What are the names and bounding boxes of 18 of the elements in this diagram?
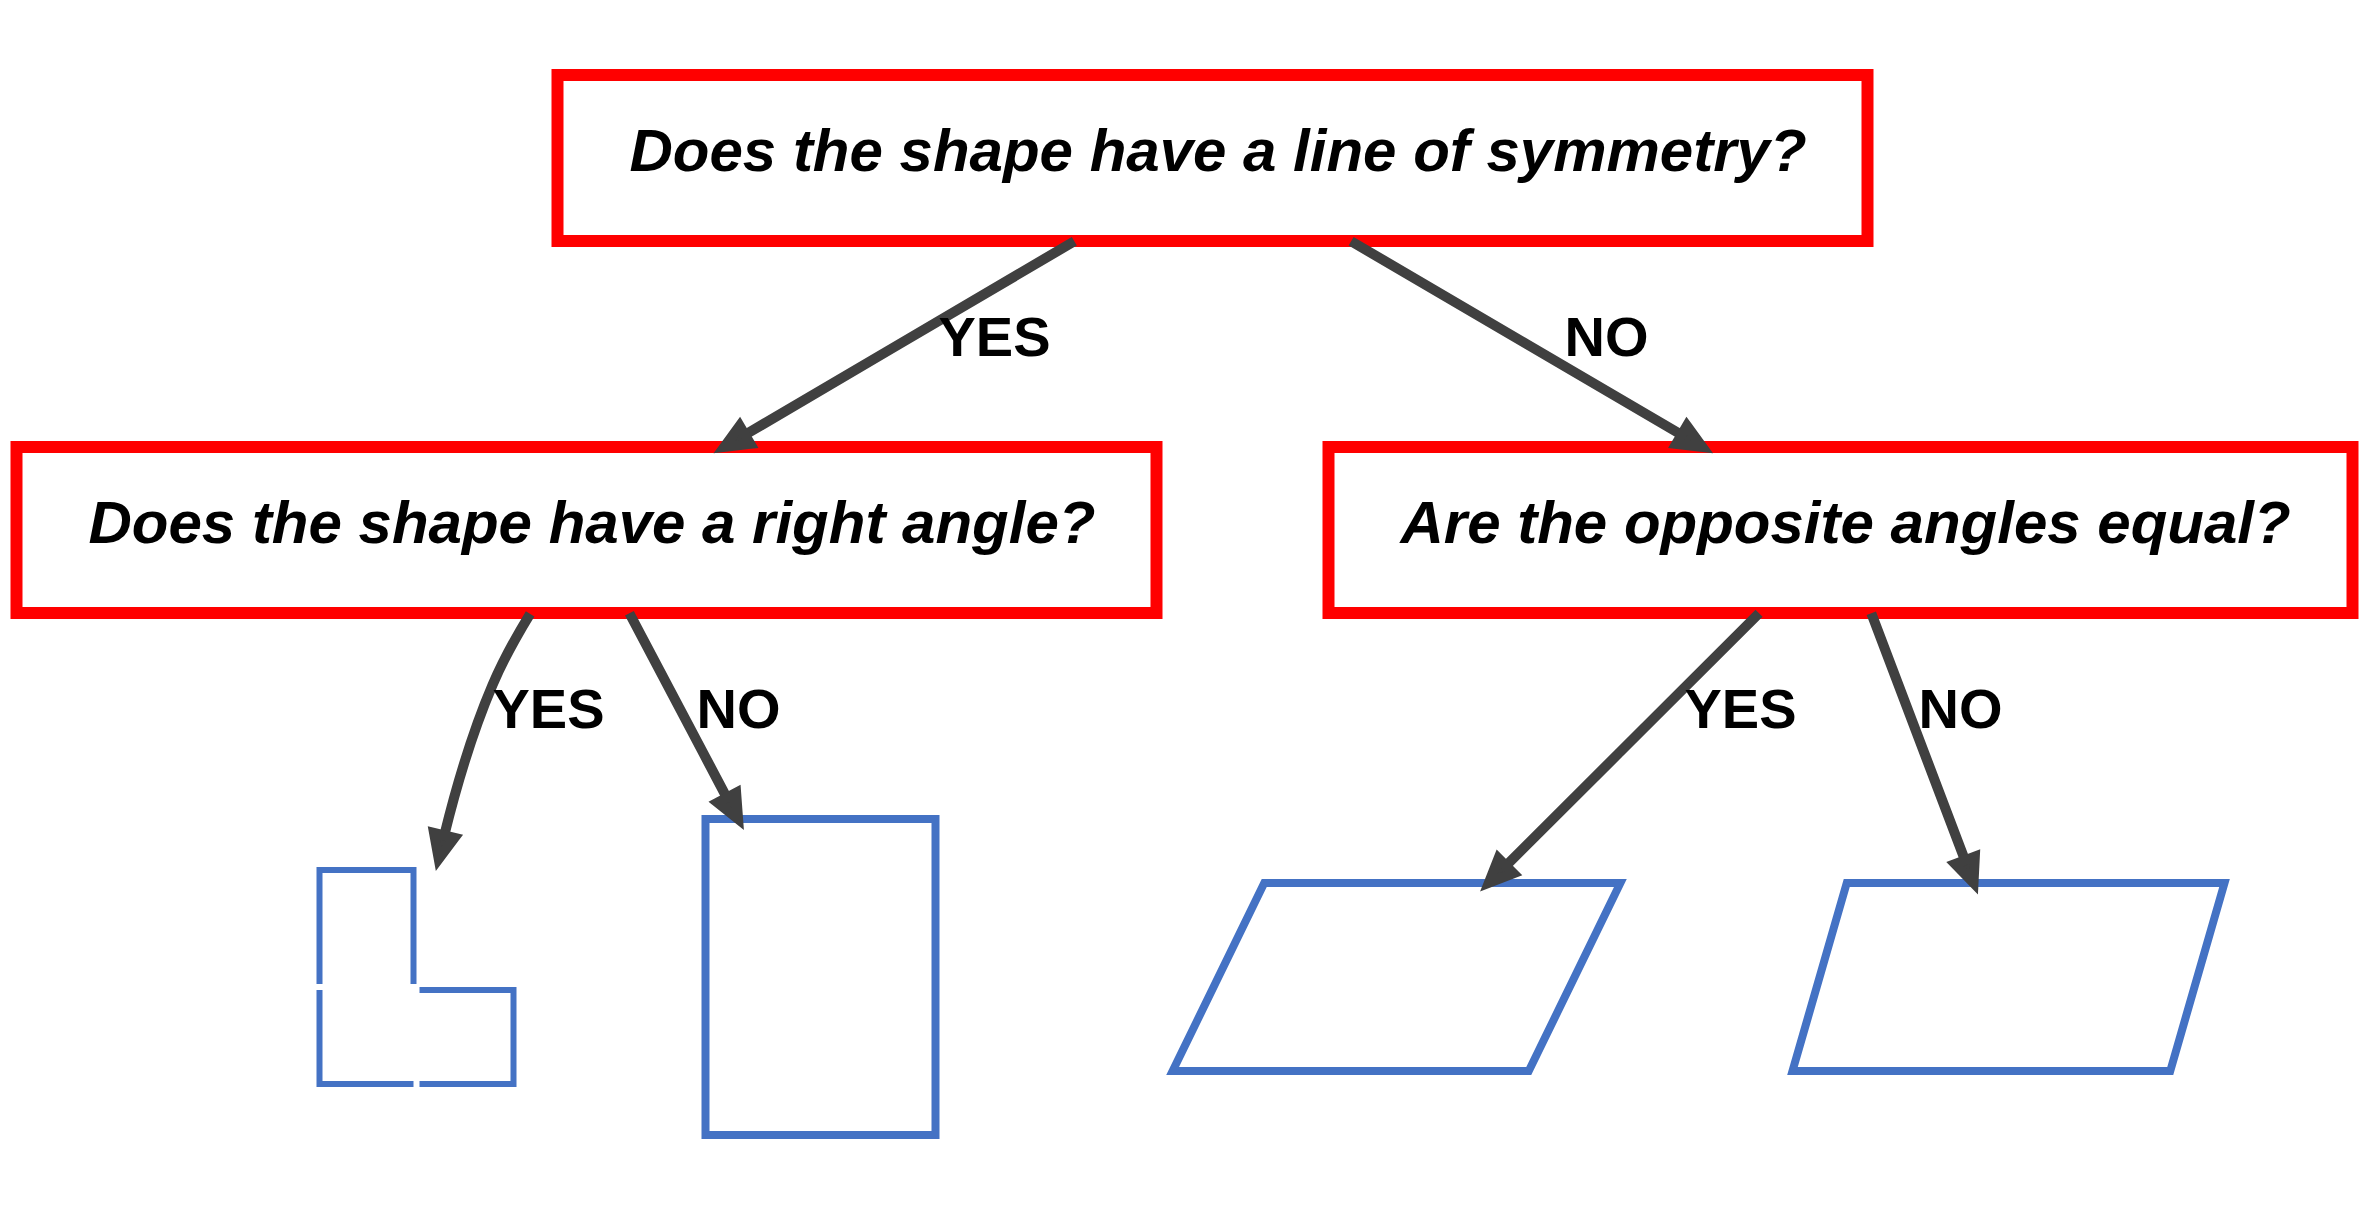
node-box: Does the shape have a line of symmetry?: [551, 69, 1874, 247]
edge-label: NO: [1918, 676, 2003, 740]
arrow: [1480, 609, 1763, 892]
node-parallelogram: [1166, 879, 1627, 1075]
edge-label: YES: [1684, 676, 1797, 740]
arrow: [1348, 236, 1714, 454]
edge-label: YES: [938, 304, 1051, 368]
arrow: [713, 236, 1077, 454]
edge-label: NO: [1564, 304, 1649, 368]
node-kite: [701, 815, 940, 1139]
arrow: [427, 611, 535, 871]
arrow: [625, 610, 744, 830]
node-box: Are the opposite angles equal?: [1322, 441, 2359, 619]
node-trapezium: [1787, 879, 2230, 1075]
edge-label: YES: [492, 676, 605, 740]
edge-label: NO: [696, 676, 781, 740]
node-box: Does the shape have a right angle?: [10, 441, 1163, 619]
arrow: [1866, 611, 1981, 895]
